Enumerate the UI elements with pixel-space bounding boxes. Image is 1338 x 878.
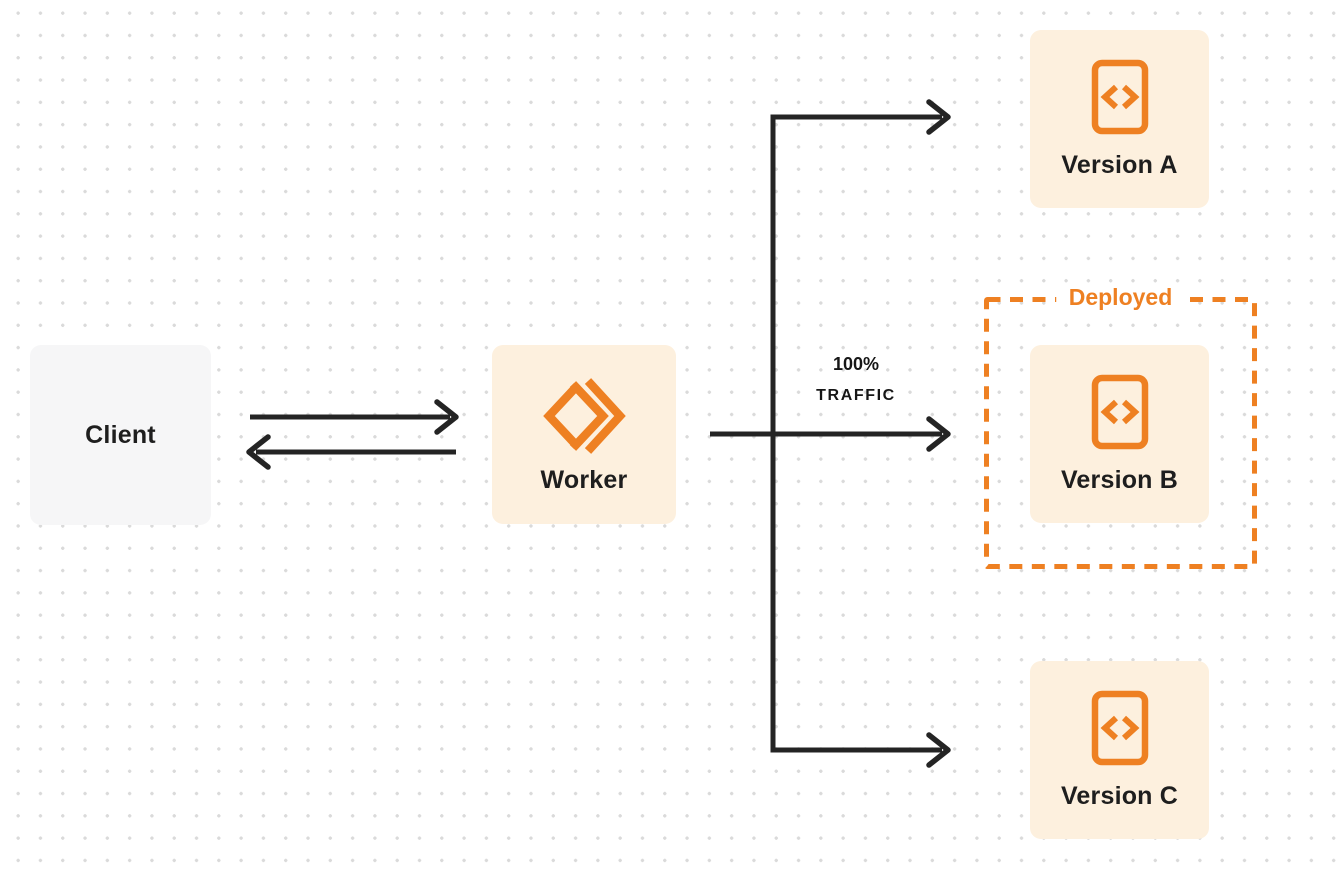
arrowhead-left-icon (246, 434, 271, 470)
branch-to-version-a (770, 114, 942, 753)
version-a-node: Version A (1030, 30, 1209, 208)
client-node-label: Client (85, 420, 156, 449)
traffic-percent-text: 100% (832, 354, 880, 374)
code-file-icon (1091, 374, 1148, 449)
traffic-word-text: TRAFFIC (816, 387, 896, 404)
arrowhead-right-icon (434, 399, 459, 435)
traffic-label: 100% TRAFFIC (781, 351, 931, 407)
arrowhead-right-icon (926, 732, 951, 768)
worker-node: Worker (492, 345, 676, 524)
worker-node-label: Worker (540, 466, 628, 494)
version-b-node: Version B (1030, 345, 1209, 523)
cloudflare-workers-logo-icon (543, 378, 626, 454)
code-file-icon (1091, 59, 1148, 134)
deployed-frame: Deployed (984, 283, 1257, 569)
version-c-node: Version C (1030, 661, 1209, 839)
code-file-icon (1091, 690, 1148, 765)
deployed-frame-border (984, 297, 1257, 569)
arrowhead-right-icon (926, 99, 951, 135)
client-node: Client (30, 345, 211, 525)
version-b-node-label: Version B (1060, 465, 1179, 494)
version-c-node-label: Version C (1060, 781, 1179, 810)
deployed-label: Deployed (1055, 283, 1186, 311)
arrowhead-right-icon (926, 416, 951, 452)
version-a-node-label: Version A (1061, 150, 1178, 179)
